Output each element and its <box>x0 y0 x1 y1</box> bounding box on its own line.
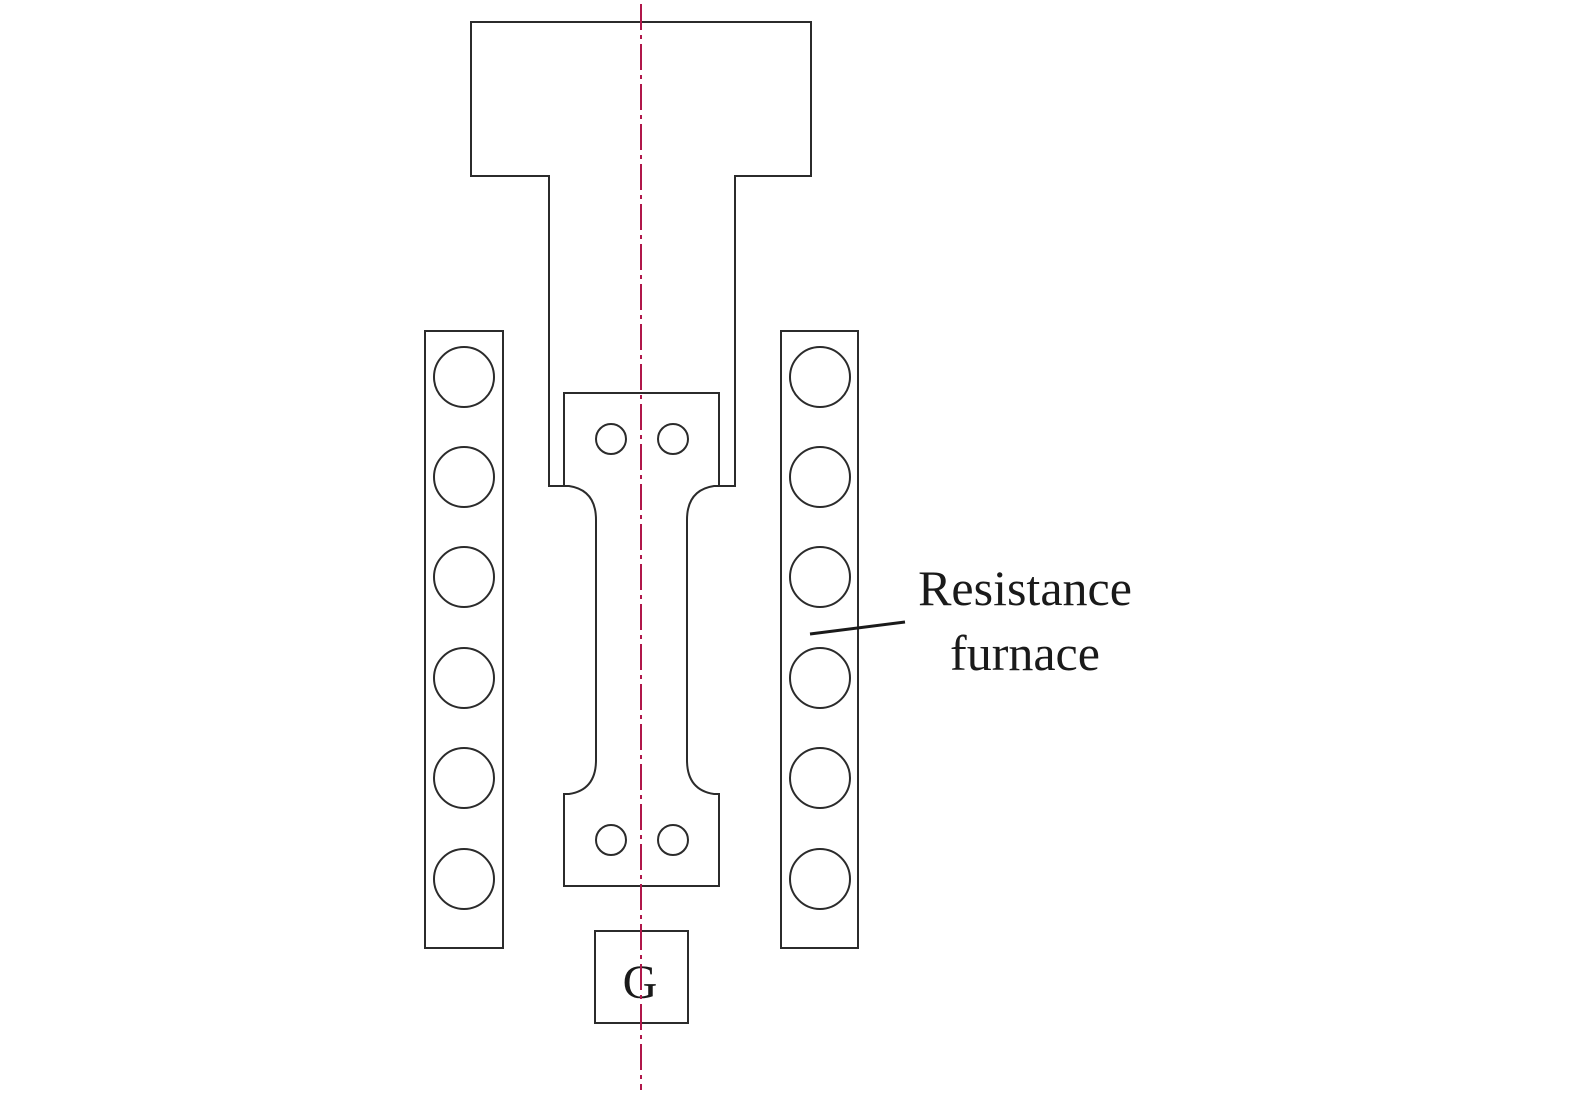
heating-element <box>433 446 495 508</box>
furnace-label-line2: furnace <box>950 625 1100 681</box>
upper-pin-hole-left <box>595 423 627 455</box>
specimen <box>563 392 720 887</box>
furnace-leader-line <box>809 620 906 636</box>
heating-element <box>433 647 495 709</box>
heating-element <box>789 546 851 608</box>
heating-element <box>433 546 495 608</box>
heating-element <box>789 747 851 809</box>
lower-pin-hole-left <box>595 824 627 856</box>
heating-element <box>789 647 851 709</box>
heating-element <box>433 848 495 910</box>
furnace-left <box>424 330 504 949</box>
heating-element <box>433 346 495 408</box>
upper-fixture <box>470 21 812 487</box>
furnace-label-line1: Resistance <box>918 560 1132 616</box>
heating-element <box>433 747 495 809</box>
furnace-right-wall <box>780 330 859 949</box>
heating-element <box>789 446 851 508</box>
heating-element <box>789 848 851 910</box>
furnace-left-wall <box>424 330 504 949</box>
furnace-right <box>780 330 859 949</box>
lower-pin-hole-right <box>657 824 689 856</box>
upper-pin-hole-right <box>657 423 689 455</box>
heating-element <box>789 346 851 408</box>
